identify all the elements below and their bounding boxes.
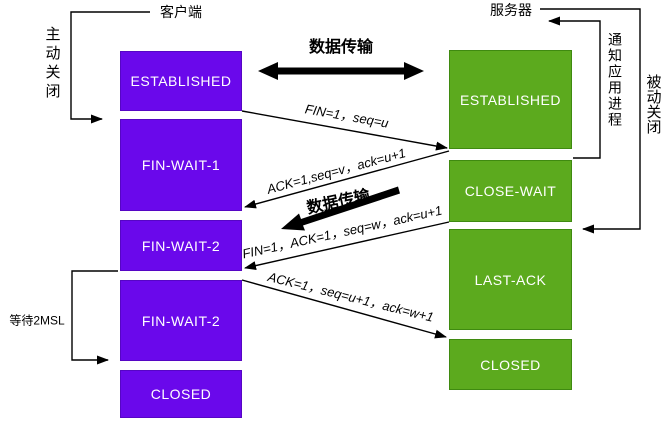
client-title: 客户端 xyxy=(160,4,202,20)
active-close-connector xyxy=(70,11,150,124)
server-state-close-wait: CLOSE-WAIT xyxy=(449,160,572,222)
client-state-closed-label: CLOSED xyxy=(150,386,212,402)
server-state-last-ack: LAST-ACK xyxy=(449,229,572,330)
wait-2msl-connector xyxy=(71,270,118,365)
msg-fin-line xyxy=(241,110,448,151)
notify-application-connector xyxy=(548,16,601,159)
data-transfer-left-arrow xyxy=(281,186,400,231)
server-title: 服务器 xyxy=(490,2,532,18)
client-state-fin-wait-2: FIN-WAIT-2 xyxy=(120,220,242,271)
client-state-closed: CLOSED xyxy=(120,370,242,418)
client-state-time-wait: FIN-WAIT-2 xyxy=(120,280,242,361)
passive-close-note: 被动关闭 xyxy=(644,74,662,134)
data-transfer-label-top: 数据传输 xyxy=(308,39,374,56)
wait-2msl-note: 等待2MSL xyxy=(9,313,65,328)
server-state-close-wait-label: CLOSE-WAIT xyxy=(464,183,557,199)
client-state-fin-wait-1-label: FIN-WAIT-1 xyxy=(141,157,221,173)
msg-fin-ack-line xyxy=(244,221,450,270)
server-state-closed: CLOSED xyxy=(449,339,572,390)
server-state-closed-label: CLOSED xyxy=(480,356,541,373)
server-state-established-label: ESTABLISHED xyxy=(460,91,561,108)
client-state-established-label: ESTABLISHED xyxy=(130,73,232,89)
server-state-last-ack-label: LAST-ACK xyxy=(474,271,547,288)
msg-last-ack-line xyxy=(241,279,447,339)
active-close-note: 主动关闭 xyxy=(43,26,61,102)
client-state-fin-wait-2-label: FIN-WAIT-2 xyxy=(141,237,221,254)
data-transfer-double-arrow xyxy=(258,62,424,80)
client-state-time-wait-label: FIN-WAIT-2 xyxy=(141,312,221,329)
notify-application-note: 通知应用进程 xyxy=(607,32,623,128)
server-state-established: ESTABLISHED xyxy=(449,50,572,149)
client-state-fin-wait-1: FIN-WAIT-1 xyxy=(120,119,242,211)
client-state-established: ESTABLISHED xyxy=(120,51,242,111)
passive-close-connector xyxy=(540,8,641,234)
msg-ack-line xyxy=(244,150,450,209)
